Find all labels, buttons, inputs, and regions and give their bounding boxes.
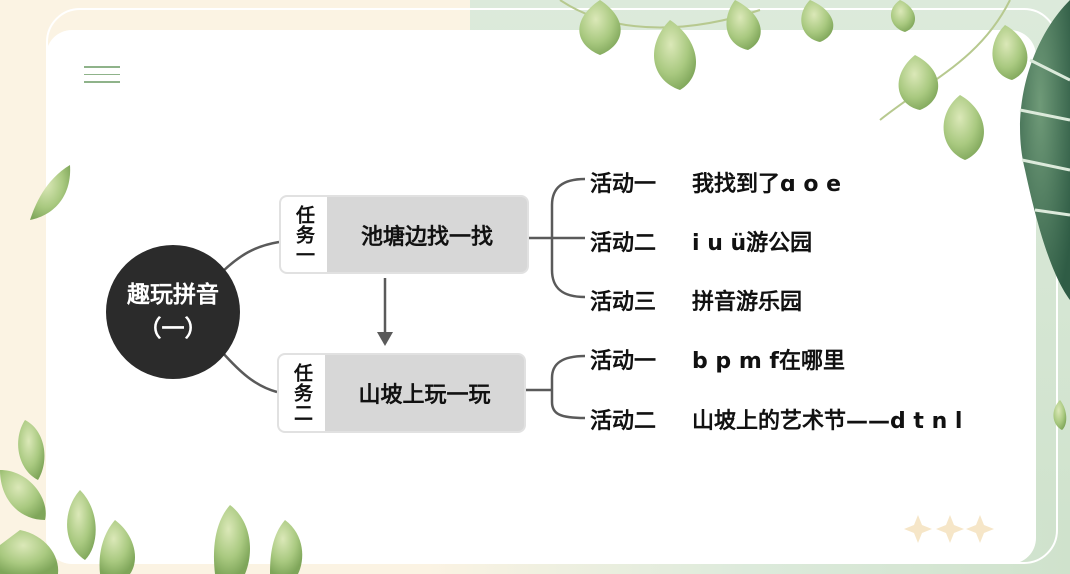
activity-name: 活动一 [590,349,657,374]
activity-name: 活动一 [590,172,657,197]
menu-icon[interactable] [84,66,120,84]
activity-name: 活动二 [590,409,657,434]
activity-title: 拼音游乐园 [692,290,803,315]
activity-title: 山坡上的艺术节——d t n l [692,409,963,434]
connector-center-task2 [221,351,278,394]
task-node-1: 任务一 池塘边找一找 [279,195,529,274]
activity-1-2: 活动二 i u ü游公园 [590,225,812,257]
activity-2-2: 活动二 山坡上的艺术节——d t n l [590,403,962,435]
task-tag-2: 任务二 [279,355,325,431]
task-tag-1: 任务一 [281,197,327,272]
activity-2-1: 活动一 b p m f在哪里 [590,343,845,375]
activity-title: b p m f在哪里 [692,349,845,374]
connector-task2-bracket [550,354,586,420]
activity-name: 活动三 [590,290,657,315]
center-node: 趣玩拼音（一） [106,245,240,379]
activity-title: i u ü游公园 [692,231,813,256]
activity-name: 活动二 [590,231,657,256]
connector-center-task1 [221,240,280,273]
activity-1-3: 活动三 拼音游乐园 [590,284,802,316]
task-label-1: 池塘边找一找 [360,224,493,250]
task-label-2: 山坡上玩一玩 [358,383,491,408]
activity-1-1: 活动一 我找到了ɑ o e [590,166,841,198]
center-node-label: 趣玩拼音（一） [127,282,219,342]
task-node-2: 任务二 山坡上玩一玩 [277,353,526,433]
arrow-head [377,332,393,346]
activity-title: 我找到了ɑ o e [692,172,842,197]
